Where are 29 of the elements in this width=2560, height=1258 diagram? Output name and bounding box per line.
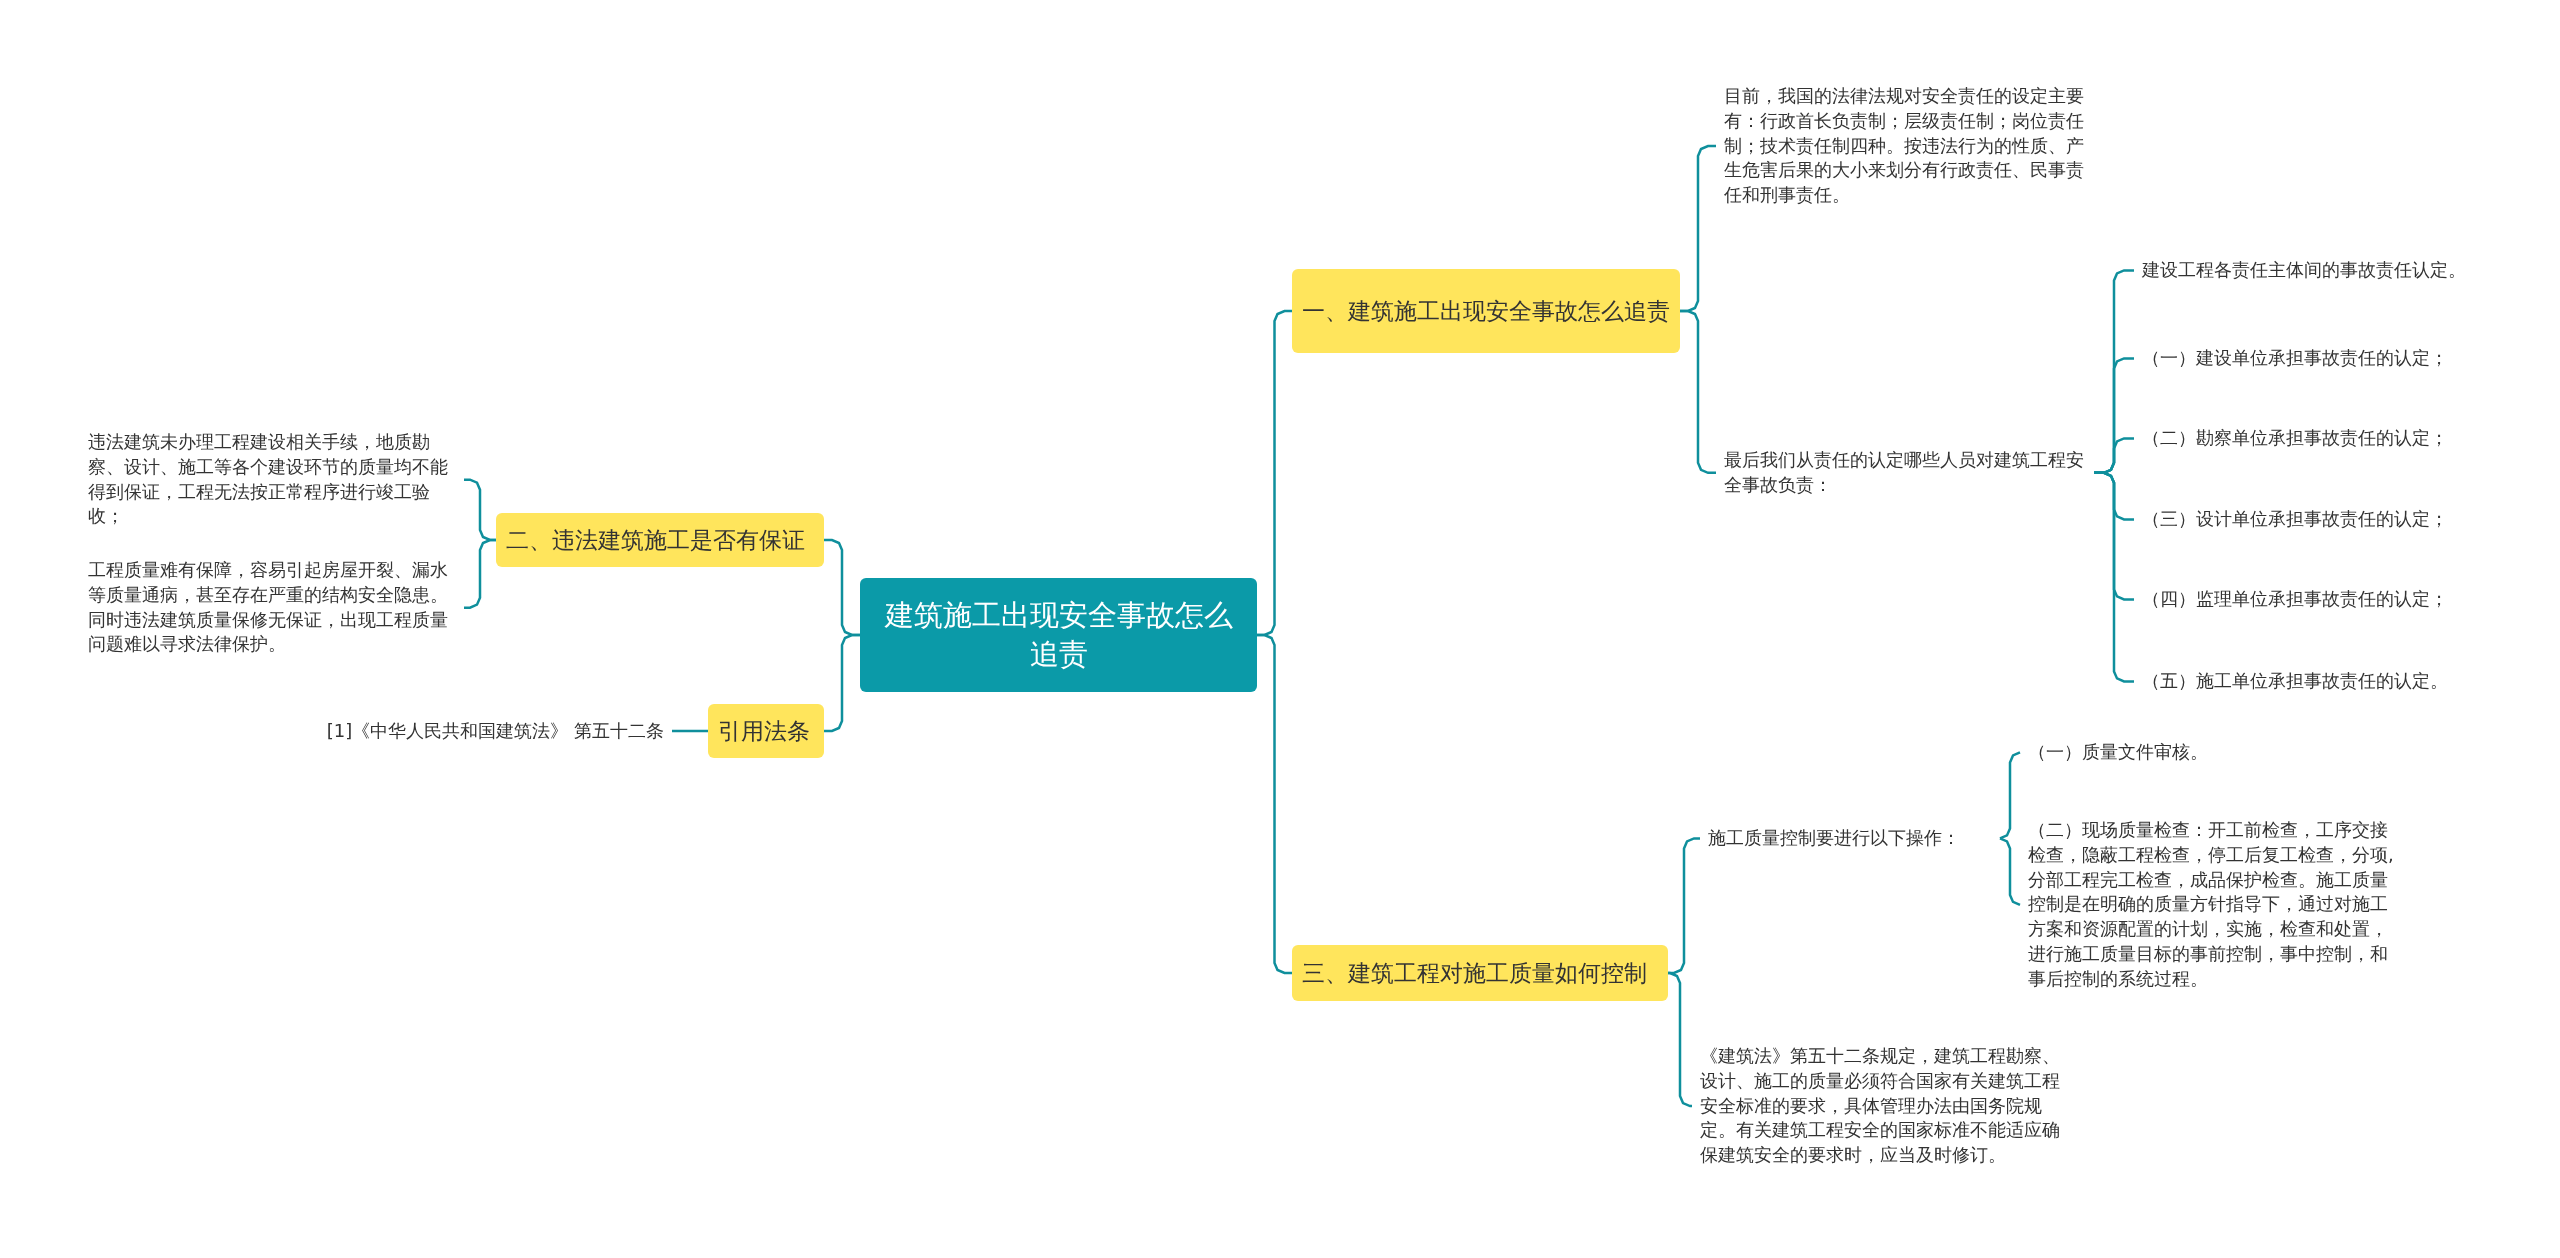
topic-box: 三、建筑工程对施工质量如何控制 <box>1292 945 1668 1001</box>
topic-text: （一）建设单位承担事故责任的认定； <box>2134 346 2474 371</box>
topic-box: 一、建筑施工出现安全事故怎么追责 <box>1292 269 1680 353</box>
topic-text: 建设工程各责任主体间的事故责任认定。 <box>2134 258 2494 283</box>
connector-line <box>824 633 860 733</box>
connector-line <box>1257 633 1292 975</box>
connector-line <box>672 729 708 733</box>
topic-box: 二、违法建筑施工是否有保证 <box>496 513 824 567</box>
topic-text: 《建筑法》第五十二条规定，建筑工程勘察、设计、施工的质量必须符合国家有关建筑工程安全标准的要求，具体管理办法由国务院规定。有关建筑工程安全的国家标准不能适应确保建筑安全的要求时，应当及时修订。 <box>1692 1044 2076 1169</box>
topic-box: 引用法条 <box>708 704 824 758</box>
connector-line <box>1680 309 1716 475</box>
central-topic: 建筑施工出现安全事故怎么追责 <box>860 578 1257 692</box>
connector-line <box>1998 837 2022 907</box>
topic-text: 最后我们从责任的认定哪些人员对建筑工程安全事故负责： <box>1716 448 2094 498</box>
topic-text: （一）质量文件审核。 <box>2020 740 2320 765</box>
connector-line <box>1998 751 2022 840</box>
topic-text: 目前，我国的法律法规对安全责任的设定主要有：行政首长负责制；层级责任制；岗位责任制；技术责任制四种。按违法行为的性质、产生危害后果的大小来划分有行政责任、民事责任和刑事责任。 <box>1716 84 2102 209</box>
connector-line <box>2094 471 2134 683</box>
topic-text: 工程质量难有保障，容易引起房屋开裂、漏水等质量通病，甚至存在严重的结构安全隐患。同时违法建筑质量保修无保证，出现工程质量问题难以寻求法律保护。 <box>80 558 464 658</box>
connector-line <box>1667 971 1693 1108</box>
topic-text: 违法建筑未办理工程建设相关手续，地质勘察、设计、施工等各个建设环节的质量均不能得到保证，工程无法按正常程序进行竣工验收； <box>80 430 464 530</box>
topic-text: （二）勘察单位承担事故责任的认定； <box>2134 426 2474 451</box>
topic-text: 施工质量控制要进行以下操作： <box>1700 826 2000 851</box>
topic-text: （二）现场质量检查：开工前检查，工序交接检查，隐蔽工程检查，停工后复工检查，分项,分部工程完工检查，成品保护检查。施工质量控制是在明确的质量方针指导下，通过对施工方案和资源配置的计划，实施，检查和处置，进行施工质量目标的事前控制，事中控制，和事后控制的系统过程。 <box>2020 818 2404 992</box>
topic-text: （四）监理单位承担事故责任的认定； <box>2134 587 2474 612</box>
topic-text: [1]《中华人民共和国建筑法》 第五十二条 <box>300 719 672 744</box>
topic-text: （三）设计单位承担事故责任的认定； <box>2134 507 2474 532</box>
connector-line <box>464 538 496 609</box>
topic-text: （五）施工单位承担事故责任的认定。 <box>2134 669 2474 694</box>
